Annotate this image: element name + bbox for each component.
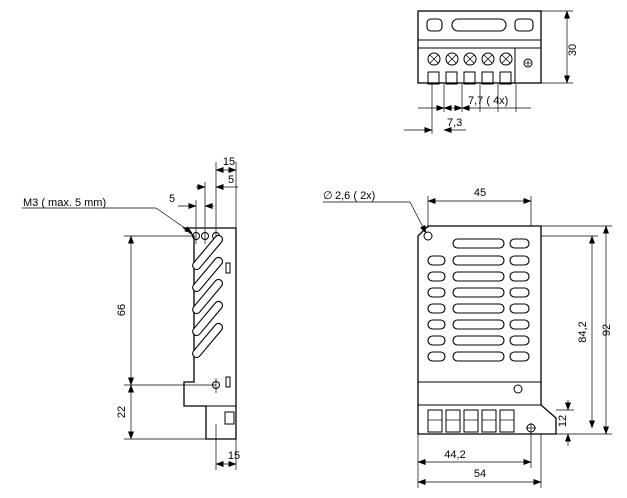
dim-terminal-offset: 7,3 bbox=[447, 117, 462, 129]
terminal-screws bbox=[427, 52, 513, 66]
dim-top-height: 30 bbox=[567, 44, 579, 56]
dim-hole-height: 66 bbox=[116, 304, 128, 316]
mounting-hole-top bbox=[423, 231, 433, 241]
front-view: ∅ 2,6 ( 2x) 45 84,2 92 12 44,2 54 bbox=[323, 187, 613, 488]
side-view: 15 5 5 M3 ( max. 5 mm) 66 22 15 bbox=[22, 156, 240, 470]
dim-side-top-width: 15 bbox=[223, 156, 235, 168]
front-vent-slots bbox=[427, 238, 530, 362]
dim-terminal-height: 12 bbox=[557, 415, 569, 427]
dim-front-inner-width: 44,2 bbox=[444, 449, 465, 461]
dim-hole-spacing-a: 5 bbox=[169, 193, 175, 205]
dim-front-total-height: 92 bbox=[601, 324, 613, 336]
terminal-blocks bbox=[427, 71, 512, 85]
dim-side-bottom-height: 22 bbox=[116, 406, 128, 418]
thread-note: M3 ( max. 5 mm) bbox=[23, 197, 106, 209]
hole-diameter-symbol: ∅ bbox=[323, 190, 333, 202]
dim-front-total-width: 54 bbox=[474, 468, 486, 480]
dim-front-inner-height: 84,2 bbox=[577, 321, 589, 342]
side-vent-slots bbox=[192, 234, 224, 359]
top-view: 7,7 ( 4x) 7,3 30 bbox=[404, 10, 579, 134]
front-terminal-blocks bbox=[427, 409, 515, 433]
dim-terminal-pitch: 7,7 ( 4x) bbox=[468, 95, 508, 107]
hole-note: 2,6 ( 2x) bbox=[335, 190, 375, 202]
indicator-led bbox=[513, 384, 523, 394]
dim-hole-spacing-b: 5 bbox=[228, 174, 234, 186]
dim-side-bottom-width: 15 bbox=[228, 450, 240, 462]
dim-front-top-width: 45 bbox=[474, 187, 486, 199]
